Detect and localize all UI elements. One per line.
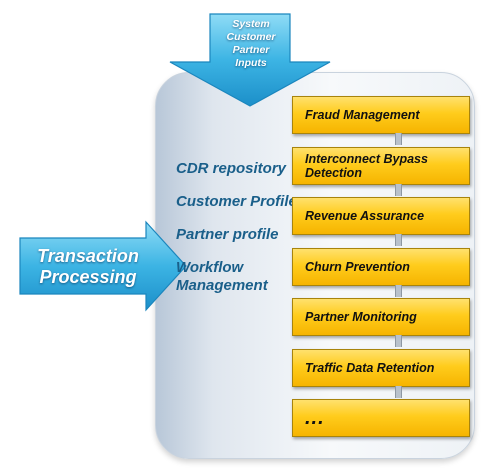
left-arrow-line: Transaction [37, 246, 139, 266]
module-connector [395, 385, 402, 398]
top-arrow-line: Inputs [235, 57, 267, 69]
module-label: Partner Monitoring [305, 310, 417, 324]
module-stack: Fraud Management Interconnect Bypass Det… [292, 96, 472, 450]
module-connector [395, 234, 402, 246]
module-connector [395, 183, 402, 196]
module-label: Interconnect Bypass Detection [305, 151, 428, 180]
module-interconnect-bypass-detection: Interconnect Bypass Detection [292, 146, 470, 196]
top-input-arrow [169, 13, 331, 107]
left-input-arrow [19, 220, 187, 312]
module-label: Fraud Management [305, 108, 420, 122]
module-fraud-management: Fraud Management [292, 96, 470, 145]
module-more: ... [292, 399, 470, 437]
module-label: Revenue Assurance [305, 209, 425, 223]
top-arrow-line: Partner [232, 44, 270, 56]
module-label: Traffic Data Retention [305, 360, 435, 375]
top-arrow-line: System [232, 18, 270, 30]
module-revenue-assurance: Revenue Assurance [292, 197, 470, 246]
data-source-list: CDR repository Customer Profile Partner … [176, 160, 301, 310]
data-item-cdr-repository: CDR repository [176, 160, 287, 177]
left-arrow-line: Processing [39, 267, 137, 287]
module-label: ... [305, 407, 325, 429]
module-traffic-data-retention: Traffic Data Retention [292, 348, 470, 398]
top-arrow-line: Customer [226, 31, 276, 43]
data-item-workflow-management: Workflow Management [176, 259, 268, 294]
module-connector [395, 133, 402, 145]
data-item-customer-profile: Customer Profile [176, 193, 297, 210]
module-partner-monitoring: Partner Monitoring [292, 298, 470, 347]
module-churn-prevention: Churn Prevention [292, 247, 470, 297]
data-item-partner-profile: Partner profile [176, 226, 279, 243]
top-arrow-label: System Customer Partner Inputs [196, 18, 306, 70]
module-label: Churn Prevention [305, 259, 410, 274]
left-arrow-label: Transaction Processing [8, 246, 168, 288]
module-connector [395, 335, 402, 347]
module-connector [395, 284, 402, 297]
